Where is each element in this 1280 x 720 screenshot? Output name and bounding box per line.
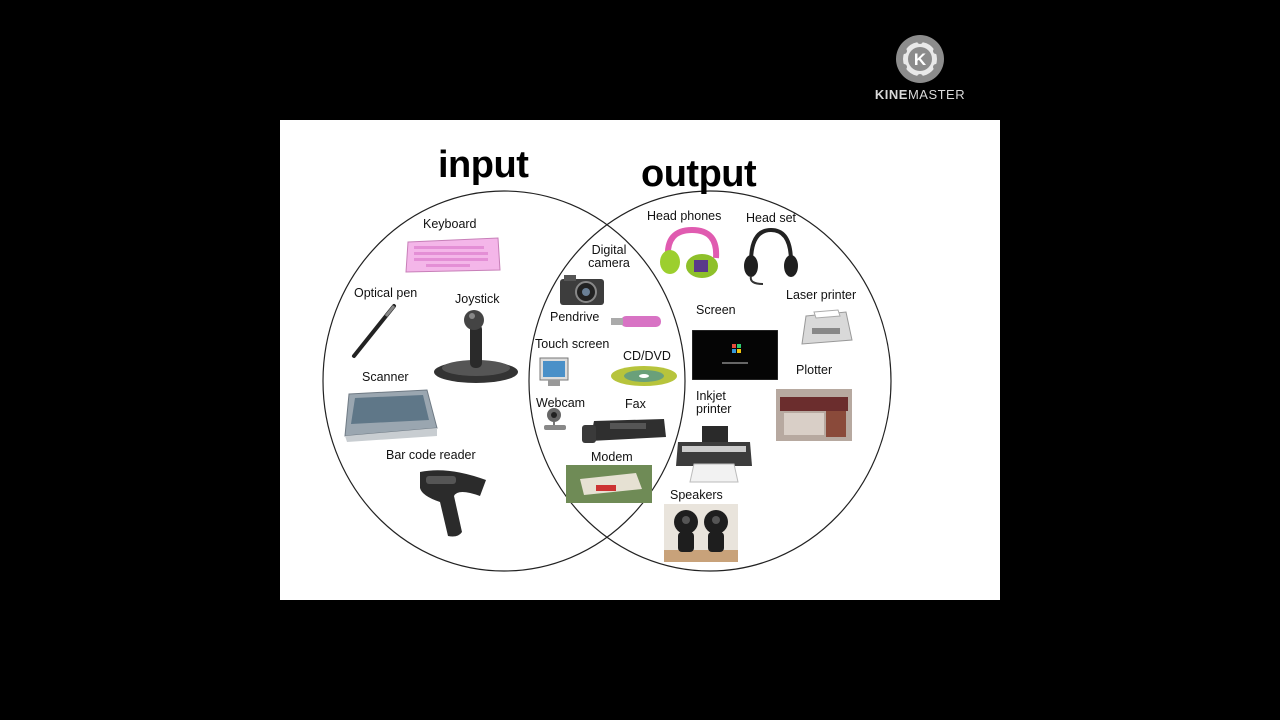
input-title: input bbox=[438, 144, 529, 186]
joystick-icon bbox=[434, 310, 518, 383]
head-phones-label: Head phones bbox=[647, 209, 722, 223]
plotter-icon bbox=[776, 389, 852, 441]
fax-label: Fax bbox=[625, 397, 646, 411]
wordmark-master: MASTER bbox=[907, 87, 966, 102]
scanner-label: Scanner bbox=[362, 370, 409, 384]
fax-icon bbox=[582, 419, 666, 443]
bar-code-reader-label: Bar code reader bbox=[386, 448, 476, 462]
wordmark-kine: KINE bbox=[874, 87, 908, 102]
speakers-label: Speakers bbox=[670, 488, 723, 502]
venn-circles bbox=[322, 190, 892, 572]
digital-camera-label-line1: Digital bbox=[591, 243, 627, 257]
screen-icon bbox=[692, 330, 778, 380]
modem-icon bbox=[566, 465, 652, 503]
optical-pen-icon bbox=[352, 304, 396, 358]
input-circle bbox=[322, 190, 686, 572]
pendrive-label: Pendrive bbox=[550, 310, 600, 324]
plotter-label: Plotter bbox=[796, 363, 833, 377]
keyboard-icon bbox=[405, 237, 501, 273]
digital-camera-icon bbox=[560, 275, 604, 305]
inkjet-printer-label-line1: Inkjet bbox=[696, 389, 726, 403]
webcam-label: Webcam bbox=[536, 396, 586, 410]
venn-diagram-panel: input output Keyboard Optical pen Joysti… bbox=[280, 120, 1000, 600]
keyboard-label: Keyboard bbox=[423, 217, 477, 231]
speakers-icon bbox=[664, 504, 738, 562]
cd-dvd-icon bbox=[611, 366, 677, 386]
optical-pen-label: Optical pen bbox=[354, 286, 418, 300]
kinemaster-watermark: K KINEMASTER bbox=[870, 34, 970, 102]
inkjet-printer-label-line2: printer bbox=[696, 402, 732, 416]
webcam-icon bbox=[544, 408, 566, 430]
inkjet-printer-label: Inkjet printer bbox=[696, 390, 731, 416]
digital-camera-label-line2: camera bbox=[588, 256, 630, 270]
head-phones-icon bbox=[660, 226, 720, 278]
laser-printer-label: Laser printer bbox=[786, 288, 857, 302]
output-title: output bbox=[641, 153, 757, 195]
kinemaster-logo-icon: K bbox=[896, 35, 944, 83]
cd-dvd-label: CD/DVD bbox=[623, 349, 671, 363]
laser-printer-icon bbox=[801, 309, 853, 345]
modem-label: Modem bbox=[591, 450, 633, 464]
bar-code-reader-icon bbox=[420, 470, 486, 537]
kinemaster-wordmark: KINEMASTER bbox=[870, 87, 970, 102]
digital-camera-label: Digital camera bbox=[583, 244, 635, 270]
output-circle bbox=[528, 190, 892, 572]
touch-screen-label: Touch screen bbox=[535, 337, 610, 351]
touch-screen-icon bbox=[539, 357, 569, 386]
joystick-label: Joystick bbox=[455, 292, 500, 306]
screen-label: Screen bbox=[696, 303, 736, 317]
logo-letter: K bbox=[914, 50, 927, 69]
head-set-icon bbox=[744, 227, 798, 285]
inkjet-printer-icon bbox=[676, 426, 752, 483]
pendrive-icon bbox=[611, 316, 661, 327]
scanner-icon bbox=[344, 389, 438, 442]
head-set-label: Head set bbox=[746, 211, 797, 225]
